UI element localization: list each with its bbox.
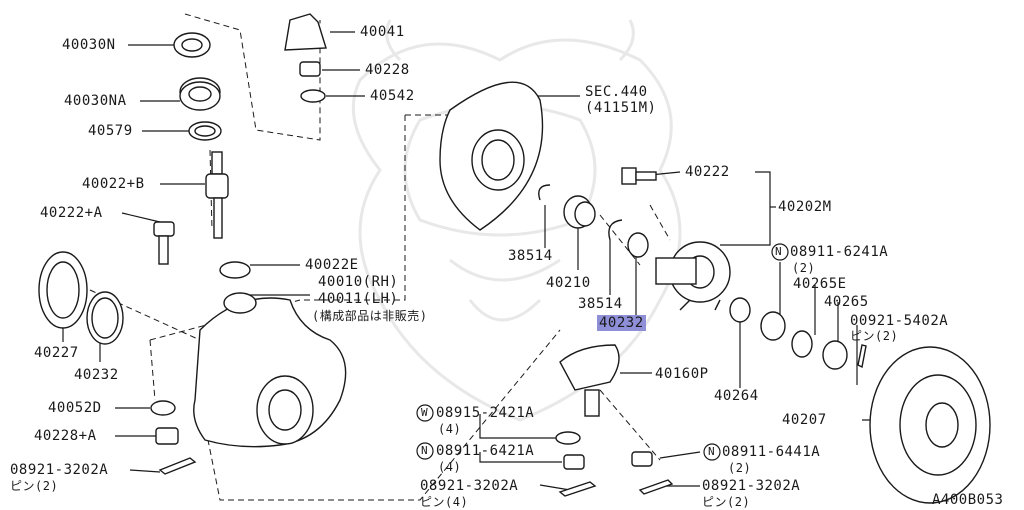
label-08911-b: 08911-6421A [436,443,535,459]
diagram-code: A400B053 [932,492,1004,508]
label-08915: 08915-2421A [436,405,535,421]
label-circle-n-1: N [775,245,783,258]
label-40579: 40579 [88,123,133,139]
label-40041: 40041 [360,24,405,40]
label-08921-a: 08921-3202A [10,462,109,478]
label-sec440: SEC.440 [585,84,648,100]
label-38514-a: 38514 [508,248,553,264]
label-08921-c: 08921-3202A [702,478,801,494]
label-pin2-a: ピン(2) [10,479,59,493]
label-circle-w: W [421,406,429,419]
label-40265E: 40265E [793,276,847,292]
label-40222-A: 40222+A [40,205,103,221]
label-40228: 40228 [365,62,410,78]
label-circle-n-3: N [708,445,716,458]
label-40010: 40010(RH) [318,274,399,290]
label-40232-highlighted[interactable]: 40232 [597,315,646,331]
part-drawings [38,13,991,504]
watermark-emblem [351,19,682,422]
label-08911-c: 08911-6441A [722,444,821,460]
label-pin4: ピン(4) [420,495,469,509]
label-40022-B: 40022+B [82,176,145,192]
label-40202M: 40202M [778,199,832,215]
label-40030N: 40030N [62,37,116,53]
label-pin2-c: ピン(2) [702,495,751,509]
label-40264: 40264 [714,388,759,404]
label-00921: 00921-5402A [850,313,949,329]
label-sec440-sub: (41151M) [585,100,657,116]
label-40265: 40265 [824,294,869,310]
label-40542: 40542 [370,88,415,104]
label-40030NA: 40030NA [64,93,127,109]
label-note: (構成部品は非販売) [312,309,428,323]
label-40052D: 40052D [48,400,102,416]
label-40222: 40222 [685,164,730,180]
label-08921-b: 08921-3202A [420,478,519,494]
label-40228-A: 40228+A [34,428,97,444]
label-40160P: 40160P [655,366,709,382]
label-40022E: 40022E [305,257,359,273]
label-40232-left: 40232 [74,367,119,383]
dashed-guides [89,13,671,501]
label-38514-b: 38514 [578,296,623,312]
label-40227: 40227 [34,345,79,361]
label-40207: 40207 [782,412,827,428]
label-qty4-b: (4) [438,460,462,474]
label-40210: 40210 [546,275,591,291]
circle-symbols [416,243,789,461]
label-qty2-b: (2) [728,461,752,475]
label-qty2-a: (2) [792,261,816,275]
leader-lines [62,31,900,491]
label-circle-n-2: N [421,444,429,457]
label-pin2-b: ピン(2) [850,329,899,343]
label-qty4-a: (4) [438,422,462,436]
label-40011: 40011(LH) [318,291,399,307]
label-08911-a: 08911-6241A [790,244,889,260]
